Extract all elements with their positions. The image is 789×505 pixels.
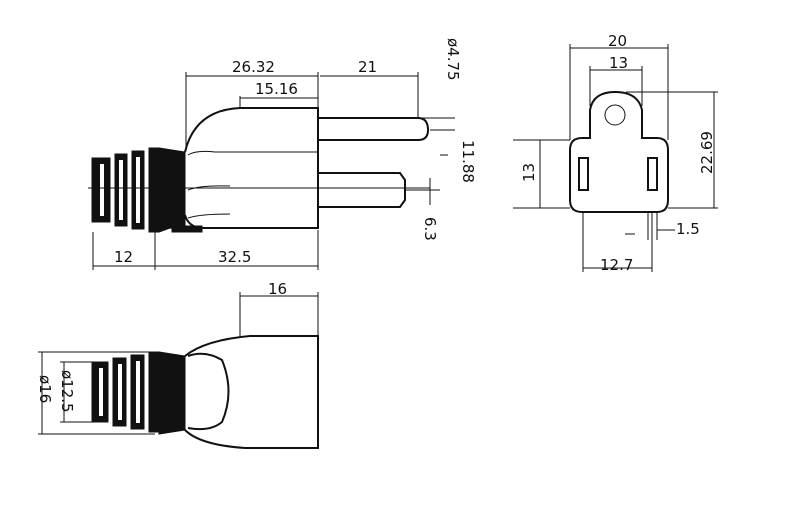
- top-view: 16 ø12.5 ø16: [36, 280, 319, 449]
- dim-body-width: 16: [268, 280, 287, 298]
- body-collar: [158, 147, 186, 233]
- dim-blade-spacing: 12.7: [600, 256, 633, 274]
- dim-outer-diameter: ø16: [36, 375, 54, 403]
- ground-pin: [318, 117, 430, 141]
- face-outline: [569, 90, 669, 213]
- thumb-grip: [187, 352, 230, 431]
- side-view: 26.32 15.16 21 ø4.75 11.88 6.3 12 32.5: [88, 38, 477, 270]
- front-view: 20 13 22.69 13 1.5 12.7: [513, 32, 718, 274]
- dim-ground-pin-diameter: ø4.75: [444, 38, 462, 81]
- dim-strain-relief: 12: [114, 248, 133, 266]
- dim-overall-length: 26.32: [232, 58, 275, 76]
- top-body: [184, 335, 319, 449]
- dim-total-height: 22.69: [698, 131, 716, 174]
- flat-blade: [318, 172, 406, 208]
- plug-body: [184, 107, 319, 229]
- dim-pin-spacing: 11.88: [459, 140, 477, 183]
- dim-blade-inner: 15.16: [255, 80, 298, 98]
- dim-body-length: 32.5: [218, 248, 251, 266]
- dim-blade-height: 13: [520, 163, 538, 182]
- left-blade: [578, 157, 589, 191]
- dim-blade-offset: 6.3: [421, 217, 439, 241]
- dim-total-width: 20: [608, 32, 627, 50]
- dim-cord-diameter: ø12.5: [58, 370, 76, 413]
- right-blade: [647, 157, 658, 191]
- dim-blade-length: 21: [358, 58, 377, 76]
- ground-hole: [604, 104, 626, 126]
- dim-blade-thickness: 1.5: [676, 220, 700, 238]
- dim-inner-width: 13: [609, 54, 628, 72]
- strain-relief: [91, 147, 160, 233]
